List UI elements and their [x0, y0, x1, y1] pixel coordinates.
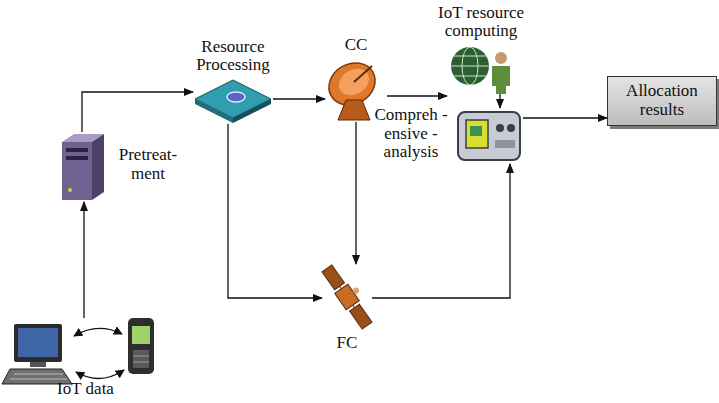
flow-arrow — [228, 124, 322, 298]
pretreatment-server: Pretreat- ment — [58, 132, 106, 202]
node-label: IoT resource computing — [419, 4, 543, 41]
flow-arrow — [372, 164, 510, 298]
satellite-icon — [320, 260, 378, 330]
resource-computing: IoT resource computing — [447, 44, 515, 94]
dish-icon — [321, 55, 383, 120]
fog-computing: FC — [322, 264, 372, 332]
exchange-arrow — [74, 328, 122, 336]
node-label: CC — [326, 36, 386, 55]
node-label: FC — [317, 334, 377, 353]
processing-device: Resource Processing — [193, 78, 273, 124]
flow-arrow — [355, 122, 356, 264]
analysis-device: Compreh -ensive - analysis — [455, 108, 523, 164]
node-label: Resource Processing — [185, 38, 281, 75]
exchange-arrow — [76, 370, 124, 379]
analysis-device-icon — [458, 112, 520, 160]
node-label: Allocation results — [614, 82, 710, 119]
processor-icon — [195, 80, 271, 123]
node-label: IoT data — [26, 380, 146, 399]
server-icon — [62, 134, 104, 200]
flow-arrow — [523, 117, 607, 118]
flow-arrow — [387, 95, 447, 96]
flow-arrow — [82, 92, 193, 132]
flow-arrow — [83, 202, 84, 318]
data-source: IoT data — [8, 318, 163, 378]
result-box: Allocation results — [607, 76, 717, 126]
computer-icon — [2, 324, 72, 384]
node-label: Pretreat- ment — [112, 146, 184, 183]
node-label: Compreh -ensive - analysis — [373, 106, 449, 162]
globe-person-icon — [451, 47, 510, 94]
flow-arrow — [273, 98, 325, 99]
phone-icon — [128, 318, 154, 374]
flow-arrow — [499, 94, 500, 108]
